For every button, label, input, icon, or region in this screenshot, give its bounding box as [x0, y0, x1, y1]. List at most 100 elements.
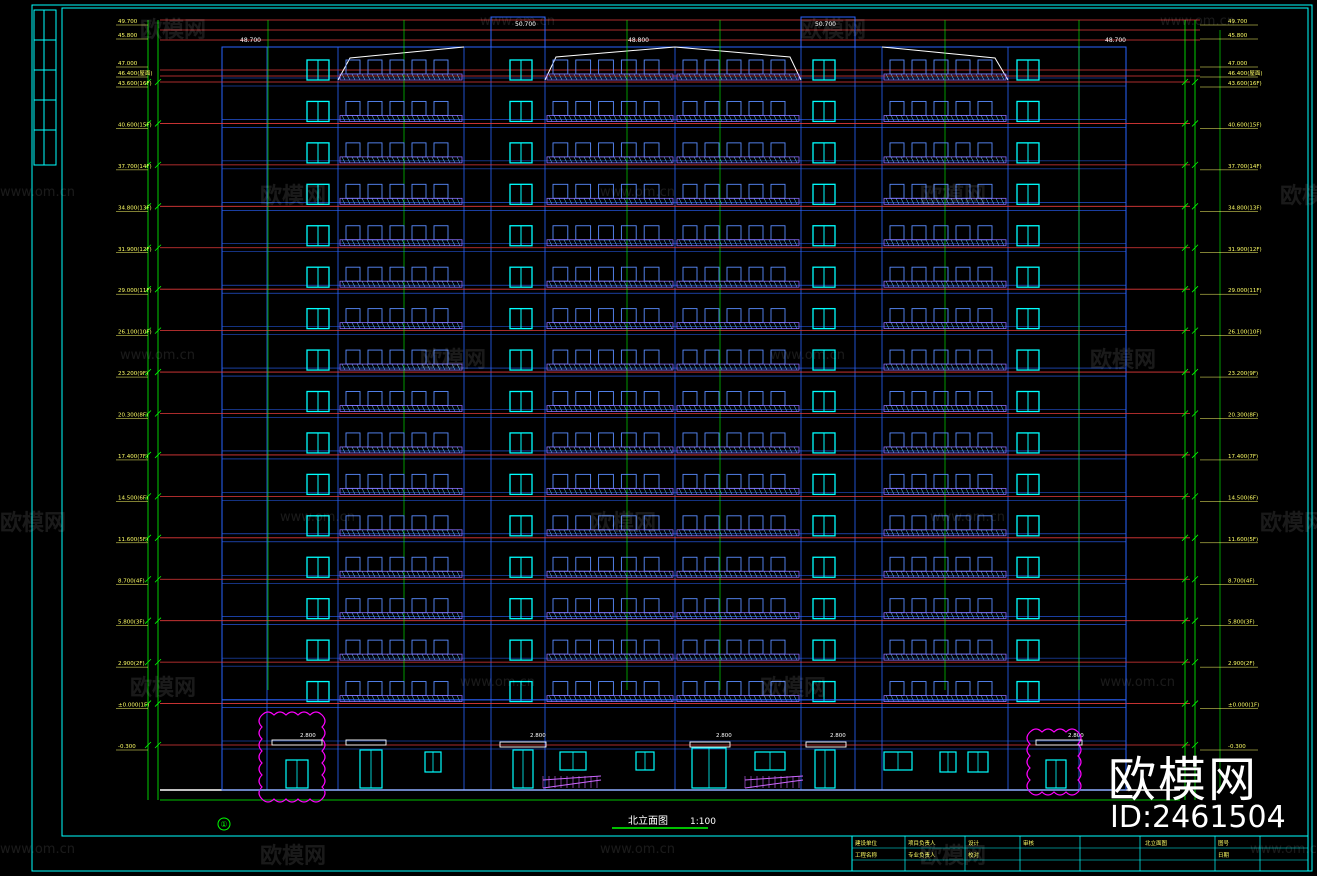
rail-pattern [910, 405, 915, 412]
rail-pattern [356, 405, 361, 412]
dim-tick [154, 493, 162, 500]
rail-pattern [376, 654, 381, 661]
rail-pattern [885, 612, 890, 619]
rail-pattern [608, 322, 613, 329]
rail-pattern [995, 654, 1000, 661]
rail-pattern [411, 73, 416, 81]
rail-pattern [573, 529, 578, 536]
rail-pattern [990, 446, 995, 454]
rail-pattern [371, 239, 376, 246]
dim-tick [1181, 410, 1189, 417]
rail-pattern [416, 281, 421, 288]
rail-pattern [955, 322, 960, 329]
rail-pattern [628, 529, 633, 536]
rail-pattern [421, 654, 426, 661]
rail-pattern [678, 446, 683, 454]
rail-pattern [658, 695, 663, 702]
rail-pattern [613, 529, 618, 536]
rail-pattern [376, 281, 381, 288]
rail-pattern [708, 488, 713, 495]
elevation-label-right: 45.800 [1228, 33, 1248, 39]
rail-pattern [663, 239, 668, 246]
rail-pattern [995, 322, 1000, 329]
balcony-rail [546, 405, 674, 412]
rail-pattern [733, 654, 738, 661]
rail-pattern [406, 156, 411, 163]
elevation-label-right: ±0.000(1F) [1228, 703, 1259, 709]
rail-pattern [970, 529, 975, 536]
balcony-rail [676, 405, 800, 412]
rail-pattern [950, 529, 955, 536]
rail-pattern [588, 695, 593, 702]
watermark-domain: www.om.cn [0, 842, 75, 857]
rail-pattern [905, 198, 910, 205]
rail-pattern [578, 115, 583, 122]
balcony-rail [546, 197, 674, 205]
rail-pattern [431, 281, 436, 288]
rail-pattern [793, 115, 798, 122]
rail-pattern [598, 322, 603, 329]
rail-pattern [563, 198, 568, 205]
dim-tick [154, 78, 162, 86]
rail-pattern [713, 529, 718, 536]
rail-pattern [578, 446, 583, 454]
rail-pattern [678, 239, 683, 246]
rail-pattern [788, 695, 793, 702]
rail-pattern [451, 405, 456, 412]
rail-pattern [723, 529, 728, 536]
rail-pattern [426, 695, 431, 702]
rail-pattern [683, 73, 688, 81]
rail-pattern [578, 281, 583, 288]
rail-pattern [643, 405, 648, 412]
rail-pattern [663, 115, 668, 122]
rail-pattern [361, 446, 366, 454]
rail-pattern [793, 571, 798, 578]
rail-pattern [618, 239, 623, 246]
rail-pattern [703, 405, 708, 412]
rail-pattern [633, 363, 638, 371]
rail-pattern [975, 115, 980, 122]
entrance-canopy [499, 741, 547, 748]
rail-pattern [371, 529, 376, 536]
rail-pattern [578, 571, 583, 578]
rail-pattern [446, 612, 451, 619]
rail-pattern [960, 446, 965, 454]
rail-pattern [416, 695, 421, 702]
rail-pattern [593, 115, 598, 122]
rail-pattern [945, 281, 950, 288]
rail-pattern [970, 322, 975, 329]
rail-pattern [688, 322, 693, 329]
rail-pattern [920, 612, 925, 619]
dim-tick [144, 203, 152, 210]
rail-pattern [965, 115, 970, 122]
rail-pattern [361, 322, 366, 329]
rail-pattern [890, 156, 895, 163]
elevation-label-right: -0.300 [1228, 744, 1246, 750]
dim-tick [1191, 451, 1199, 459]
rail-pattern [411, 281, 416, 288]
rail-pattern [456, 156, 461, 163]
rail-pattern [396, 612, 401, 619]
rail-pattern [648, 405, 653, 412]
rail-pattern [885, 73, 890, 81]
rail-pattern [396, 446, 401, 454]
dim-tick [1181, 78, 1189, 86]
rail-pattern [723, 612, 728, 619]
rail-pattern [693, 322, 698, 329]
rail-pattern [930, 654, 935, 661]
rail-pattern [376, 239, 381, 246]
rail-pattern [371, 115, 376, 122]
rail-pattern [955, 363, 960, 371]
rail-pattern [431, 405, 436, 412]
rail-pattern [618, 695, 623, 702]
rail-pattern [441, 695, 446, 702]
rail-pattern [693, 198, 698, 205]
rail-pattern [900, 239, 905, 246]
rail-pattern [633, 405, 638, 412]
rail-pattern [885, 363, 890, 371]
rail-pattern [970, 405, 975, 412]
rail-pattern [743, 571, 748, 578]
rail-pattern [578, 239, 583, 246]
ramp-railing [542, 775, 602, 789]
rail-pattern [910, 529, 915, 536]
